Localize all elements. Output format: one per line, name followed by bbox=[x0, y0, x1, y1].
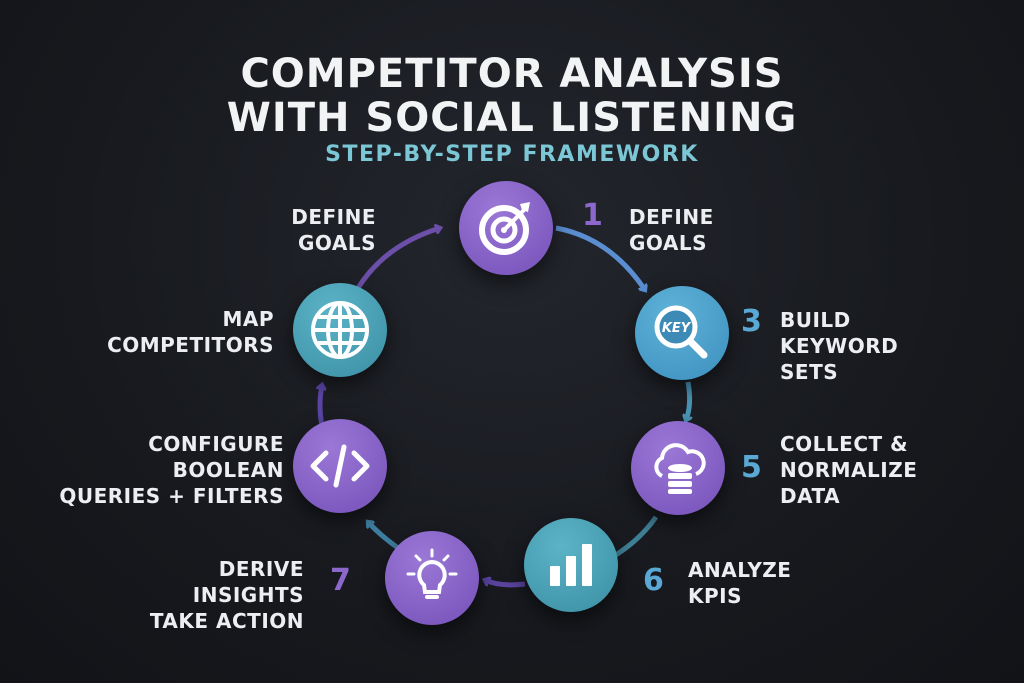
step-node-map-competitors[interactable] bbox=[293, 283, 387, 377]
step-number-5: 5 bbox=[741, 450, 762, 485]
arrow-code-to-globe bbox=[320, 385, 322, 427]
step-number-7: 7 bbox=[330, 563, 351, 598]
step-number-3: 3 bbox=[741, 304, 762, 339]
arrow-bulb-to-code bbox=[368, 522, 400, 551]
arrow-target-to-key bbox=[555, 225, 645, 290]
globe-icon bbox=[311, 301, 369, 359]
subtitle: STEP-BY-STEP FRAMEWORK bbox=[325, 142, 699, 167]
key-icon-text: KEY bbox=[662, 321, 692, 336]
step-node-collect-normalize-data[interactable] bbox=[631, 421, 725, 515]
key-search-icon: KEY bbox=[654, 305, 708, 359]
lightbulb-icon bbox=[406, 548, 458, 599]
target-icon bbox=[479, 202, 530, 255]
step-node-analyze-kpis[interactable] bbox=[524, 518, 618, 612]
step-node-build-keyword-sets[interactable]: KEY bbox=[635, 286, 729, 380]
step-node-define-goals[interactable] bbox=[459, 181, 553, 275]
cloud-database-icon bbox=[654, 443, 706, 494]
code-icon bbox=[310, 444, 370, 488]
step-node-configure-queries[interactable] bbox=[293, 419, 387, 513]
arrow-cloud-to-bars bbox=[612, 515, 659, 559]
arrow-globe-to-target bbox=[355, 228, 440, 290]
arrow-bars-to-bulb bbox=[485, 580, 526, 588]
bar-chart-icon bbox=[550, 544, 592, 586]
step-node-derive-insights[interactable] bbox=[385, 531, 479, 625]
step-number-1: 1 bbox=[582, 198, 603, 233]
step-number-6: 6 bbox=[643, 563, 664, 598]
arrow-key-to-cloud bbox=[686, 381, 690, 420]
title-line-1: COMPETITOR ANALYSIS bbox=[240, 51, 784, 97]
title-line-2: WITH SOCIAL LISTENING bbox=[226, 95, 798, 141]
